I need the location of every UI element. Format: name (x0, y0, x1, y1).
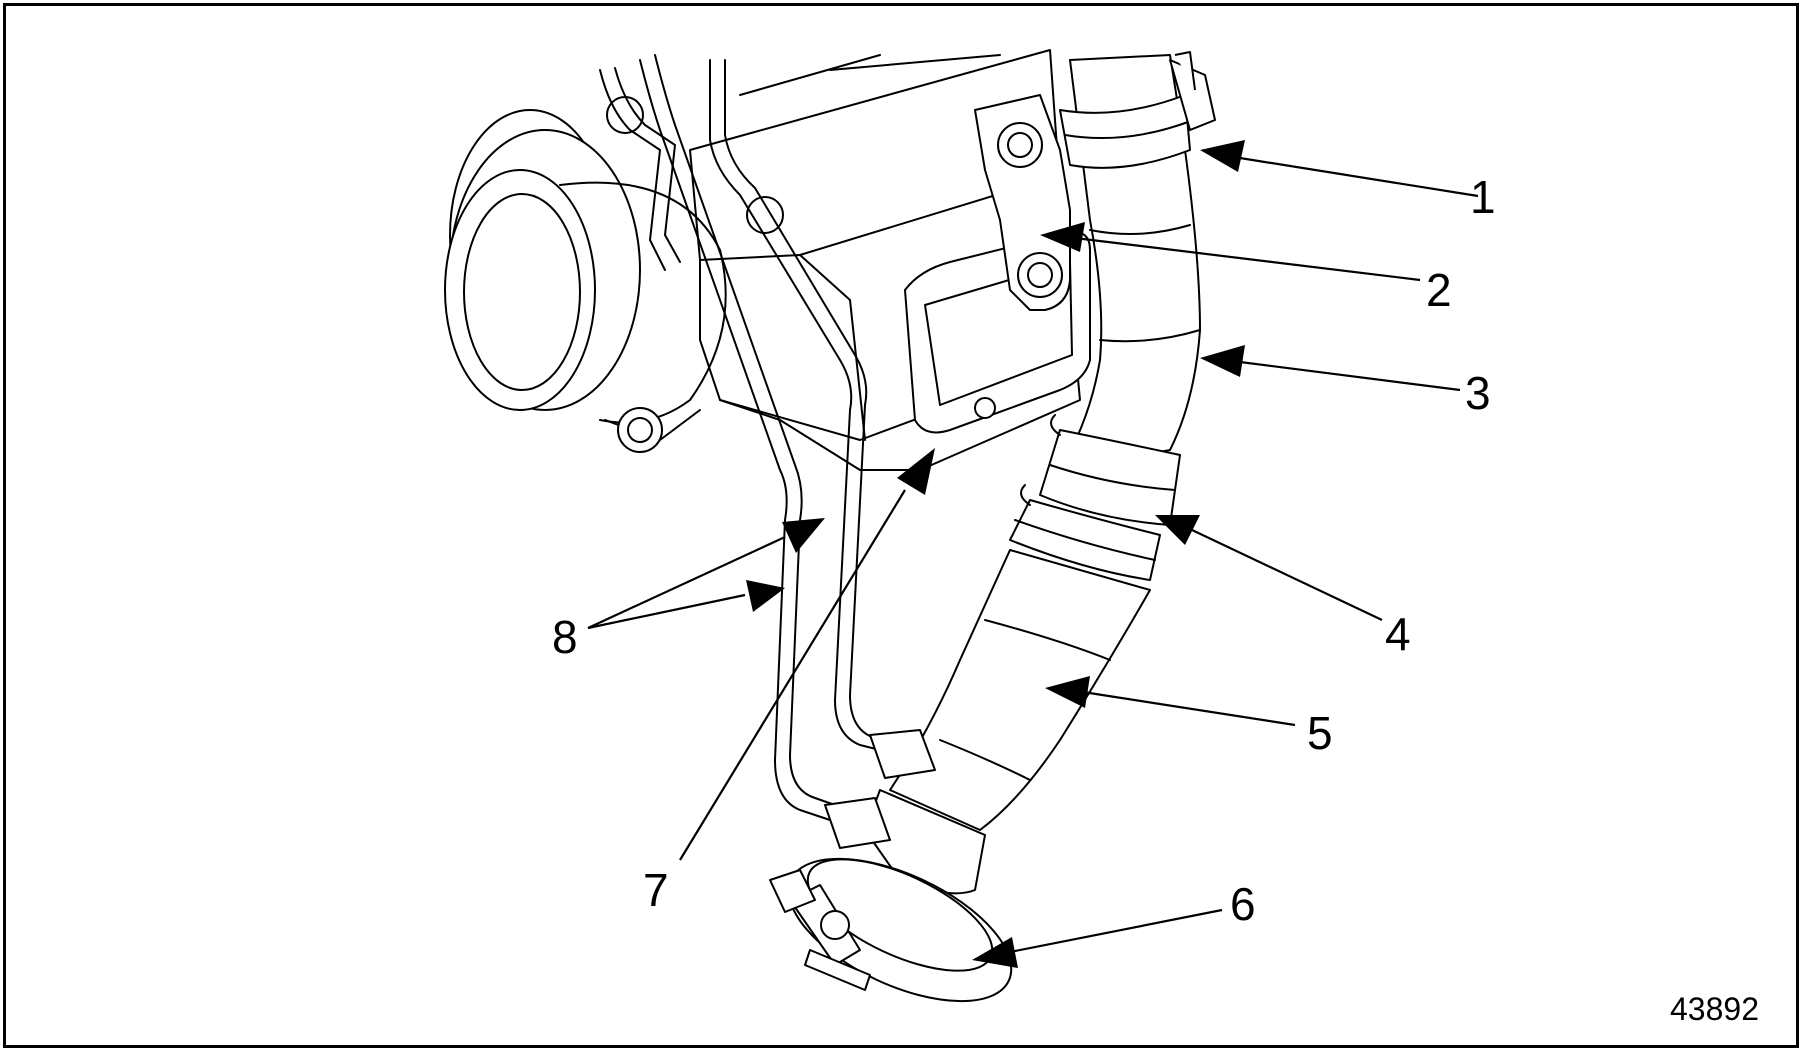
callout-3: 3 (1465, 367, 1491, 419)
callout-7: 7 (643, 864, 669, 916)
upper-clamp (1059, 51, 1216, 169)
lower-tube (864, 549, 1151, 895)
callout-4: 4 (1385, 608, 1411, 660)
v-band-clamp (769, 857, 1013, 1003)
leader-lines (587, 140, 1479, 968)
callout-1: 1 (1470, 171, 1496, 223)
callout-labels: 1 2 3 4 5 6 7 8 (552, 171, 1496, 930)
callout-6: 6 (1230, 878, 1256, 930)
mounting-bracket (974, 94, 1071, 311)
tube-lines (599, 54, 936, 849)
callout-8: 8 (552, 611, 578, 663)
callout-2: 2 (1426, 264, 1452, 316)
callout-5: 5 (1307, 707, 1333, 759)
figure-number: 43892 (1670, 991, 1759, 1027)
inlet-flange (444, 96, 784, 453)
coupling-clamp (1009, 414, 1181, 581)
